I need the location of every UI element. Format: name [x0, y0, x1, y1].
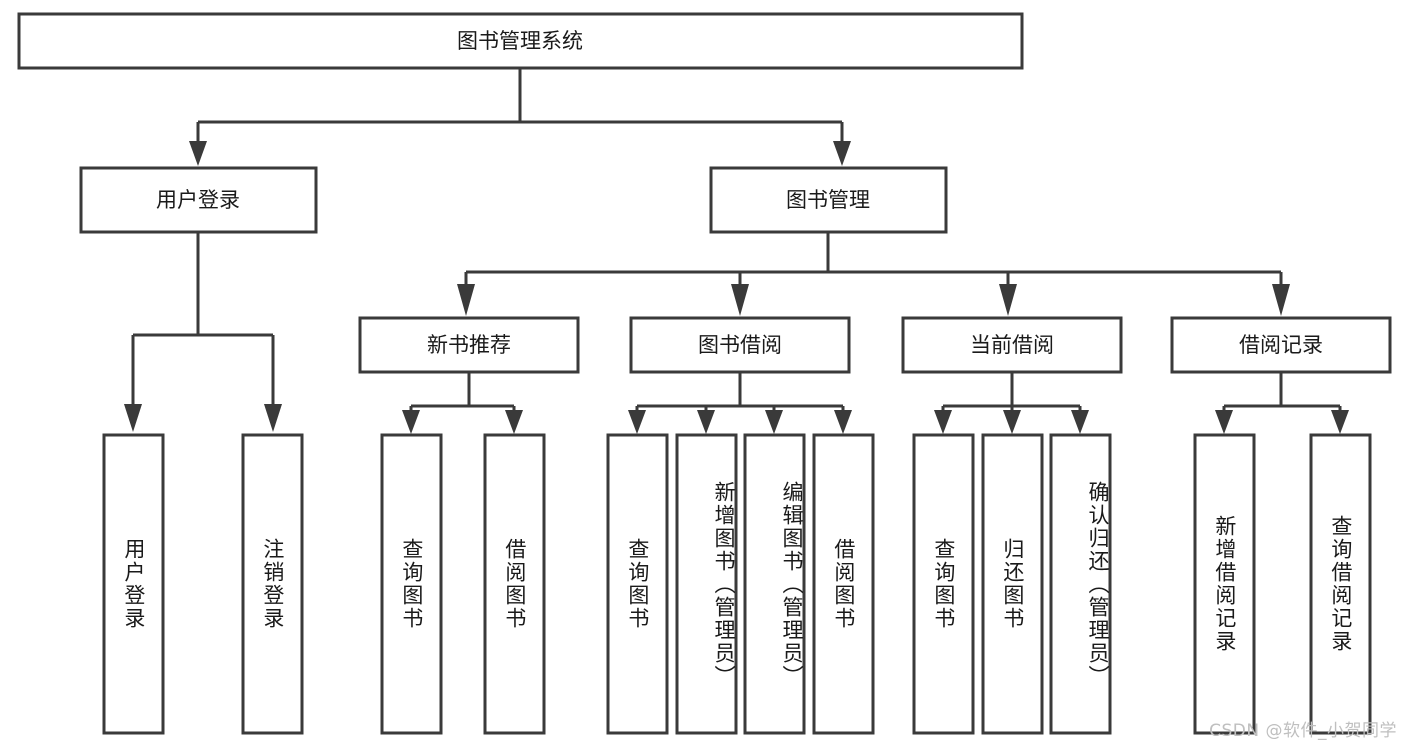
connector-borrow-record-to-leaves [1215, 372, 1349, 434]
node-borrow-record[interactable]: 借阅记录 [1170, 316, 1392, 374]
node-new-book-recommend[interactable]: 新书推荐 [358, 316, 580, 374]
leaf-box-query-record[interactable] [1309, 433, 1372, 735]
leaf-box-edit-book[interactable] [743, 433, 806, 735]
arrowhead-to-leaf-edit-book [765, 410, 783, 434]
connector-user-login-to-leaves [124, 232, 282, 432]
leaf-box-borrow-book-1[interactable] [483, 433, 546, 735]
arrowhead-to-leaf-add-book [697, 410, 715, 434]
arrowhead-to-leaf-query-book-2 [628, 410, 646, 434]
arrowhead-to-book-manage [833, 141, 851, 166]
leaf-box-logout-login[interactable] [241, 433, 304, 735]
node-box-current-borrow [901, 316, 1123, 374]
arrowhead-to-leaf-confirm-return [1071, 410, 1089, 434]
node-label-new-book-recommend: 新书推荐 [427, 333, 511, 357]
arrowhead-to-leaf-user-login [124, 404, 142, 432]
node-book-manage[interactable]: 图书管理 [709, 166, 948, 234]
node-label-current-borrow: 当前借阅 [970, 333, 1054, 357]
node-current-borrow[interactable]: 当前借阅 [901, 316, 1123, 374]
arrowhead-to-leaf-borrow-book-1 [505, 410, 523, 434]
arrowhead-to-leaf-logout-login [264, 404, 282, 432]
leaf-box-add-book[interactable] [675, 433, 738, 735]
connector-new-book-recommend-to-leaves [402, 372, 523, 434]
arrowhead-to-user-login [189, 141, 207, 166]
arrowhead-to-leaf-borrow-book-2 [834, 410, 852, 434]
node-book-management-system[interactable]: 图书管理系统 [17, 12, 1024, 70]
leaf-box-user-login[interactable] [102, 433, 165, 735]
connector-root-to-level2 [189, 68, 851, 166]
arrowhead-to-leaf-query-record [1331, 410, 1349, 434]
leaf-box-confirm-return[interactable] [1049, 433, 1112, 735]
node-label-root: 图书管理系统 [457, 29, 583, 53]
node-book-borrow[interactable]: 图书借阅 [629, 316, 851, 374]
leaf-box-borrow-book-2[interactable] [812, 433, 875, 735]
connector-book-borrow-to-leaves [628, 372, 852, 434]
node-label-book-borrow: 图书借阅 [698, 333, 782, 357]
node-box-root [17, 12, 1024, 70]
csdn-watermark: CSDN @软件_小贺同学 [1209, 721, 1397, 741]
arrowhead-to-leaf-return-book [1003, 410, 1021, 434]
connector-book-manage-to-level3 [457, 232, 1290, 316]
leaf-box-query-book-2[interactable] [606, 433, 669, 735]
node-box-new-book-recommend [358, 316, 580, 374]
leaf-box-query-book-3[interactable] [912, 433, 975, 735]
leaf-box-return-book[interactable] [981, 433, 1044, 735]
connector-current-borrow-to-leaves [934, 372, 1089, 434]
node-label-user-login: 用户登录 [156, 188, 240, 212]
arrowhead-to-book-borrow [731, 284, 749, 316]
node-label-borrow-record: 借阅记录 [1239, 333, 1323, 357]
arrowhead-to-current-borrow [999, 284, 1017, 316]
leaf-box-query-book-1[interactable] [380, 433, 443, 735]
arrowhead-to-leaf-query-book-3 [934, 410, 952, 434]
arrowhead-to-borrow-record [1272, 284, 1290, 316]
arrowhead-to-new-book-recommend [457, 284, 475, 316]
arrowhead-to-leaf-add-record [1215, 410, 1233, 434]
node-label-book-manage: 图书管理 [786, 188, 870, 212]
leaf-box-add-record[interactable] [1193, 433, 1256, 735]
node-user-login[interactable]: 用户登录 [79, 166, 318, 234]
node-box-user-login [79, 166, 318, 234]
arrowhead-to-leaf-query-book-1 [402, 410, 420, 434]
